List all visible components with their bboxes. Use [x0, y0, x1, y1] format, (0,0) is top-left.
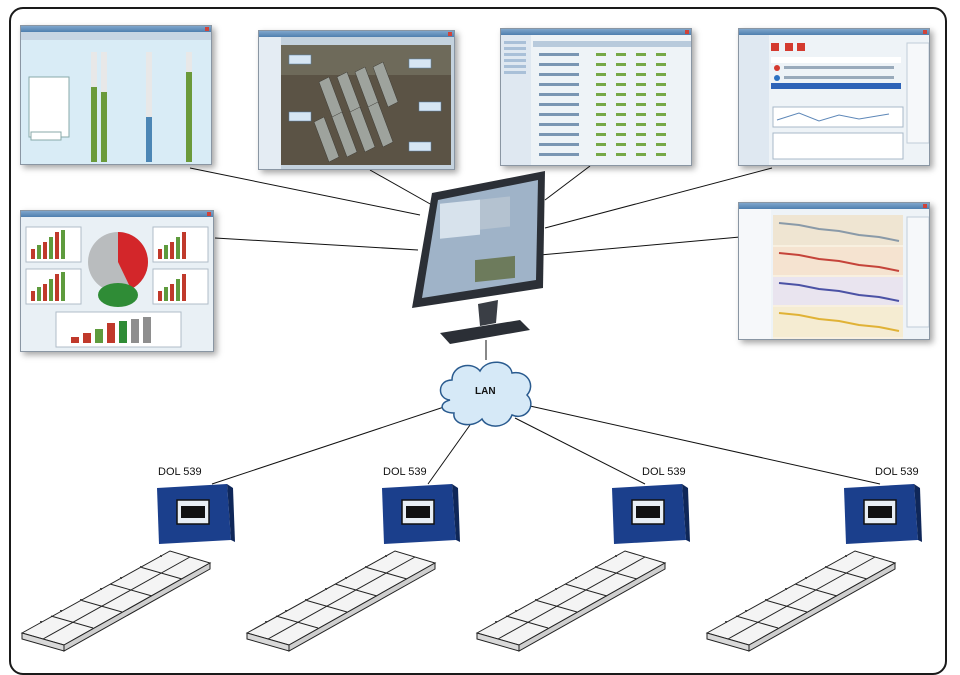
lan-label: LAN [475, 386, 496, 397]
link-table [544, 165, 591, 201]
screenshot-trend-graphs [738, 202, 930, 340]
poultry-house-1 [20, 550, 212, 652]
lan-cloud [439, 361, 532, 427]
link-gauges [189, 167, 421, 216]
screenshot-dashboard-charts [20, 210, 214, 352]
link-alarms [544, 167, 773, 229]
controller-2 [382, 484, 460, 544]
controller-3 [612, 484, 690, 544]
controller-1-label: DOL 539 [158, 466, 202, 478]
dashboard-mini-bars-3 [152, 226, 209, 263]
link-controller-1 [211, 404, 451, 485]
site-photo-content [259, 37, 454, 169]
link-controller-2 [427, 424, 471, 485]
link-dashboard [214, 237, 419, 251]
controller-3-label: DOL 539 [642, 466, 686, 478]
monitor [412, 171, 545, 344]
controller-4-label: DOL 539 [875, 466, 919, 478]
controller-4 [844, 484, 922, 544]
dashboard-mini-bars-1 [25, 226, 82, 263]
dashboard-mini-bars-2 [25, 268, 82, 305]
dashboard-mini-bars-4 [152, 268, 209, 305]
link-photo [369, 169, 433, 206]
controller-2-label: DOL 539 [383, 466, 427, 478]
alarm-list-content [739, 35, 929, 165]
gauges-content [21, 32, 211, 164]
link-controller-3 [514, 417, 646, 485]
link-trends [539, 236, 741, 256]
screenshot-alarm-list [738, 28, 930, 166]
screenshot-data-table [500, 28, 692, 166]
dashboard-bottom-bars [55, 311, 182, 348]
link-controller-4 [529, 405, 881, 485]
screenshot-level-gauges [20, 25, 212, 165]
screenshot-farm-site-photo [258, 30, 455, 170]
trends-content [739, 209, 929, 339]
poultry-house-4 [705, 550, 897, 652]
data-table-content [501, 35, 691, 165]
controller-1 [157, 484, 235, 544]
poultry-house-2 [245, 550, 437, 652]
poultry-house-3 [475, 550, 667, 652]
dashboard-content [21, 217, 213, 351]
dashboard-pie [88, 232, 148, 307]
